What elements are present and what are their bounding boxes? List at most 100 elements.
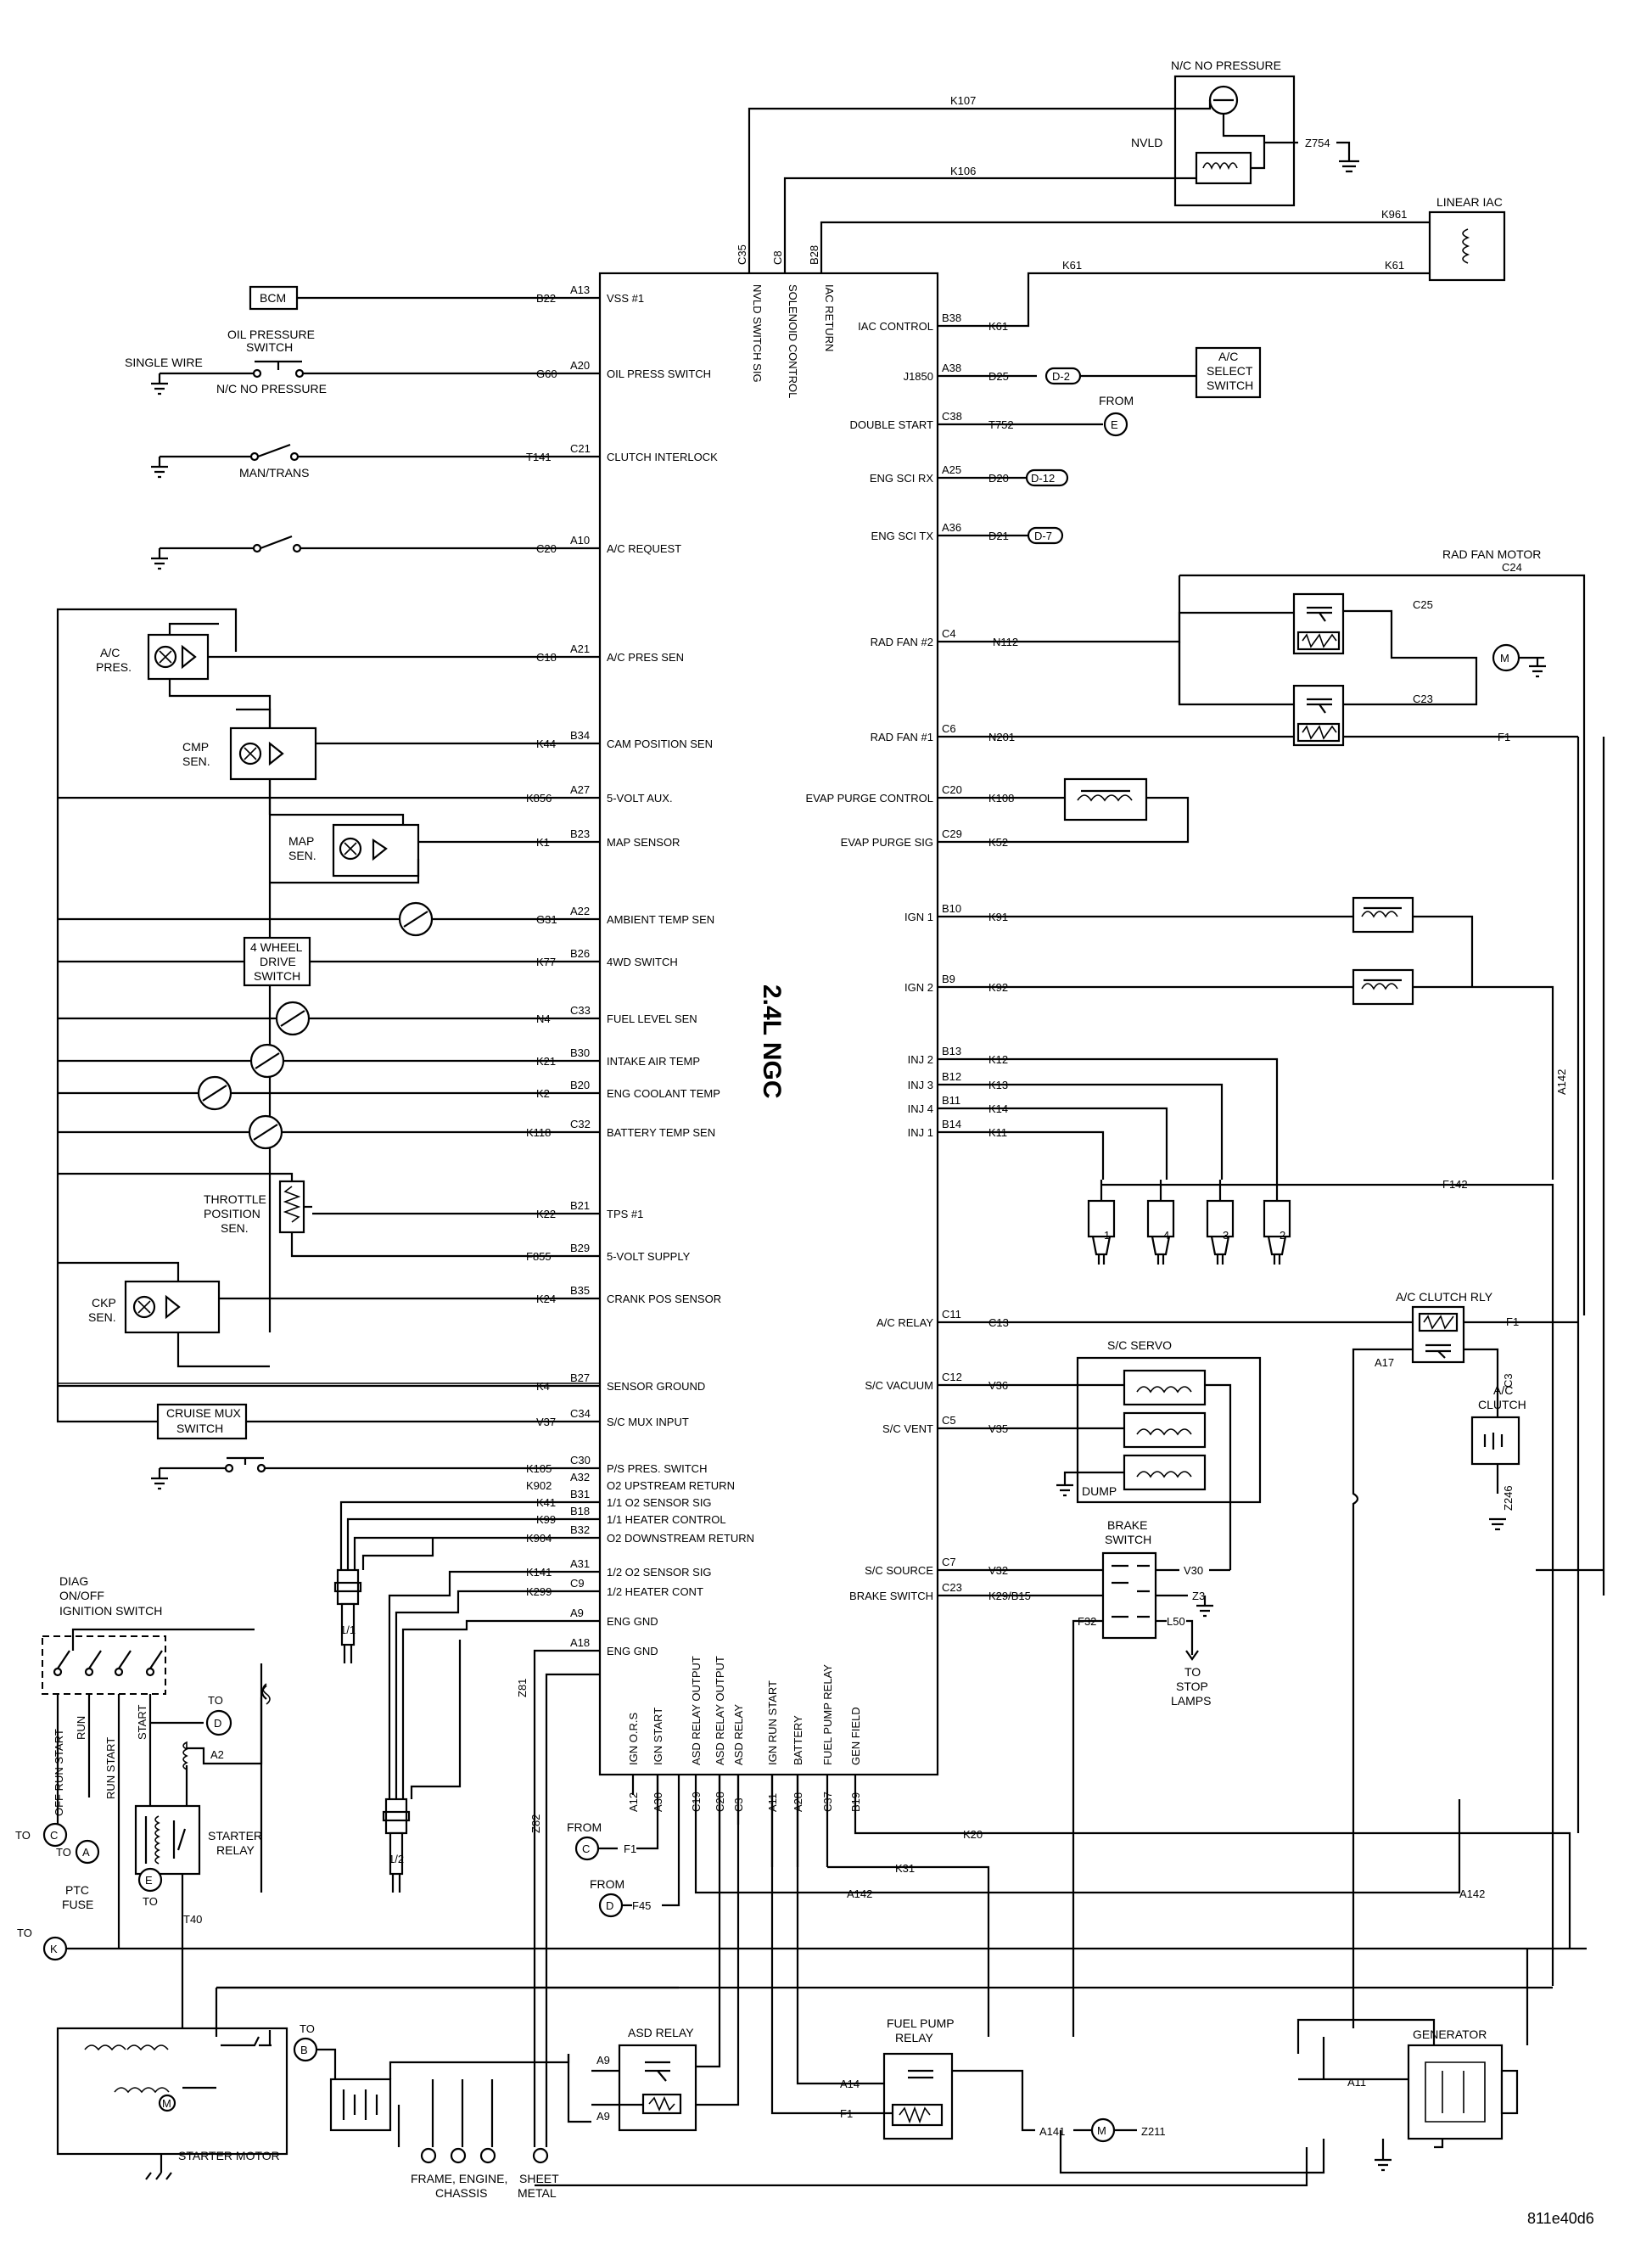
svg-text:SWITCH: SWITCH [176,1422,223,1435]
pin-label: 1/1 HEATER CONTROL [607,1513,726,1526]
injector-number: 4 [1163,1229,1169,1242]
pin-label: INTAKE AIR TEMP [607,1055,700,1068]
svg-text:SELECT: SELECT [1207,364,1253,378]
pin-label: P/S PRES. SWITCH [607,1462,707,1475]
svg-text:C24: C24 [1502,561,1522,574]
starter-motor: M STARTER MOTOR [56,2027,288,2180]
svg-text:K61: K61 [1062,259,1082,272]
injector-group: 1 4 3 2 [1087,1180,1291,1265]
svg-text:CHASSIS: CHASSIS [435,2186,487,2200]
svg-text:A14: A14 [840,2078,860,2090]
svg-text:SEN.: SEN. [288,849,316,862]
pin-C7: C7 [942,1556,956,1568]
oil-pressure-switch: OIL PRESSURE SWITCH SINGLE WIRE N/C NO P… [125,328,327,395]
pin-label: MAP SENSOR [607,836,680,849]
battery [329,2078,392,2132]
nvld-assembly: N/C NO PRESSURE NVLD Z754 [1131,59,1359,207]
fuel-injector: 3 [1206,1180,1235,1265]
svg-text:MAP: MAP [288,834,314,848]
cruise-mux-switch: CRUISE MUX SWITCH [156,1403,248,1440]
svg-text:TO: TO [1184,1665,1201,1679]
pin-label: BATTERY [792,1715,804,1765]
pin-C33: C33 [570,1004,591,1017]
svg-text:K961: K961 [1381,208,1407,221]
svg-text:CMP: CMP [182,740,209,754]
svg-text:E: E [145,1874,153,1887]
pin-label: INJ 4 [908,1102,933,1115]
wire-K902: K902 [526,1479,552,1492]
svg-text:RUN: RUN [75,1716,87,1740]
pin-label: 1/2 HEATER CONT [607,1585,703,1598]
pin-B13: B13 [942,1045,961,1057]
svg-text:CRUISE MUX: CRUISE MUX [166,1406,242,1420]
pin-label: ENG GND [607,1645,658,1657]
svg-text:GENERATOR: GENERATOR [1413,2027,1487,2041]
pin-A13: A13 [570,283,590,296]
pin-label: NVLD SWITCH SIG [751,284,764,383]
pin-label: IGN O.R.S [627,1713,640,1765]
pin-label: EVAP PURGE SIG [841,836,933,849]
linear-iac: LINEAR IAC [1428,195,1506,282]
ac-request-switch [252,535,302,553]
pin-label: BATTERY TEMP SEN [607,1126,715,1139]
svg-text:T40: T40 [183,1913,202,1926]
svg-text:BRAKE: BRAKE [1107,1518,1147,1532]
pin-B23: B23 [570,827,590,840]
svg-text:OIL PRESSURE: OIL PRESSURE [227,328,315,341]
ps-pressure-switch [224,1456,266,1473]
svg-text:K20: K20 [963,1828,983,1841]
svg-text:K106: K106 [950,165,976,177]
pin-label: A/C PRES SEN [607,651,684,664]
svg-text:A/C CLUTCH RLY: A/C CLUTCH RLY [1396,1290,1493,1304]
svg-text:C: C [582,1842,590,1855]
pin-B26: B26 [570,947,590,960]
pin-C5: C5 [942,1414,956,1427]
injector-number: 2 [1280,1229,1285,1242]
fuel-injector: 1 [1087,1180,1116,1265]
svg-text:N112: N112 [993,636,1018,648]
pin-label: IGN 1 [904,911,933,923]
pin-label: ENG COOLANT TEMP [607,1087,720,1100]
svg-text:Z754: Z754 [1305,137,1330,149]
pin-B12: B12 [942,1070,961,1083]
ac-pressure-sensor: A/C PRES. [96,633,210,681]
svg-text:A11: A11 [1347,2076,1366,2089]
pin-C34: C34 [570,1407,591,1420]
fuel-injector: 2 [1263,1180,1291,1265]
pin-B27: B27 [570,1371,590,1384]
fuel-pump-relay: FUEL PUMP RELAY [882,2016,955,2140]
pin-B38: B38 [942,311,961,324]
pin-B28: B28 [808,245,820,265]
pin-C8: C8 [771,250,784,265]
svg-text:D-2: D-2 [1052,370,1070,383]
pin-label: IGN START [652,1708,664,1765]
pin-label: ENG GND [607,1615,658,1628]
ac-clutch-relay: A/C CLUTCH RLY [1396,1290,1493,1364]
svg-text:K107: K107 [950,94,976,107]
svg-text:F45: F45 [632,1899,651,1912]
svg-text:A: A [82,1846,90,1859]
svg-text:STARTER: STARTER [208,1829,262,1842]
evap-purge-solenoid [1063,777,1148,822]
bcm-box: BCM [249,285,299,311]
figure-id: 811e40d6 [1527,2210,1594,2227]
svg-text:A141: A141 [1039,2125,1065,2138]
pin-label: CAM POSITION SEN [607,738,713,750]
svg-text:LINEAR IAC: LINEAR IAC [1436,195,1503,209]
fuel-injector: 4 [1146,1180,1175,1265]
svg-text:START: START [136,1705,148,1740]
o2-sensor-1-1: 1/1 [333,1568,362,1663]
svg-text:Z82: Z82 [529,1814,542,1833]
pin-C23: C23 [942,1581,962,1594]
svg-text:N/C NO PRESSURE: N/C NO PRESSURE [216,382,327,395]
pin-label: IAC RETURN [823,284,836,351]
svg-text:Z211: Z211 [1141,2125,1166,2138]
pin-label: BRAKE SWITCH [849,1590,933,1602]
pin-label: S/C SOURCE [865,1564,933,1577]
pin-A32: A32 [570,1471,590,1483]
pin-A22: A22 [570,905,590,917]
pin-label: 1/2 O2 SENSOR SIG [607,1566,712,1579]
pin-C6: C6 [942,722,956,735]
svg-text:A9: A9 [596,2110,610,2123]
pin-label: INJ 3 [908,1079,933,1091]
